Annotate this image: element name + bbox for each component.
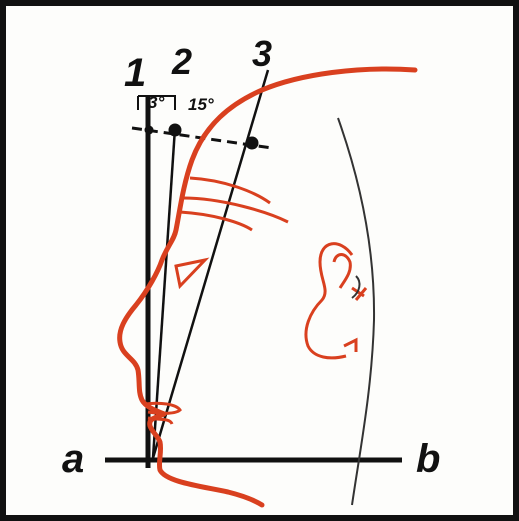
ear (304, 242, 368, 360)
brow-line-1 (189, 176, 271, 205)
measurement-point-1 (144, 125, 154, 135)
back-of-head-outline (337, 117, 376, 506)
label-line-3: 3 (252, 33, 272, 74)
ear-inner-dark (351, 275, 361, 299)
angle-bracket (137, 95, 176, 110)
label-angle-15deg: 15° (188, 95, 214, 114)
label-line-1: 1 (124, 51, 146, 95)
label-angle-3deg: 3° (148, 93, 164, 112)
measurement-point-3 (245, 136, 259, 150)
measurement-point-2 (168, 123, 182, 137)
label-baseline-a: a (62, 437, 84, 481)
facial-profile (117, 66, 418, 508)
brow-line-3 (179, 210, 253, 232)
eye (174, 257, 210, 290)
brow-line-2 (182, 196, 289, 224)
lips-detail (144, 401, 182, 425)
label-line-2: 2 (171, 41, 192, 82)
label-baseline-b: b (416, 437, 440, 481)
reference-line-3 (151, 69, 270, 459)
